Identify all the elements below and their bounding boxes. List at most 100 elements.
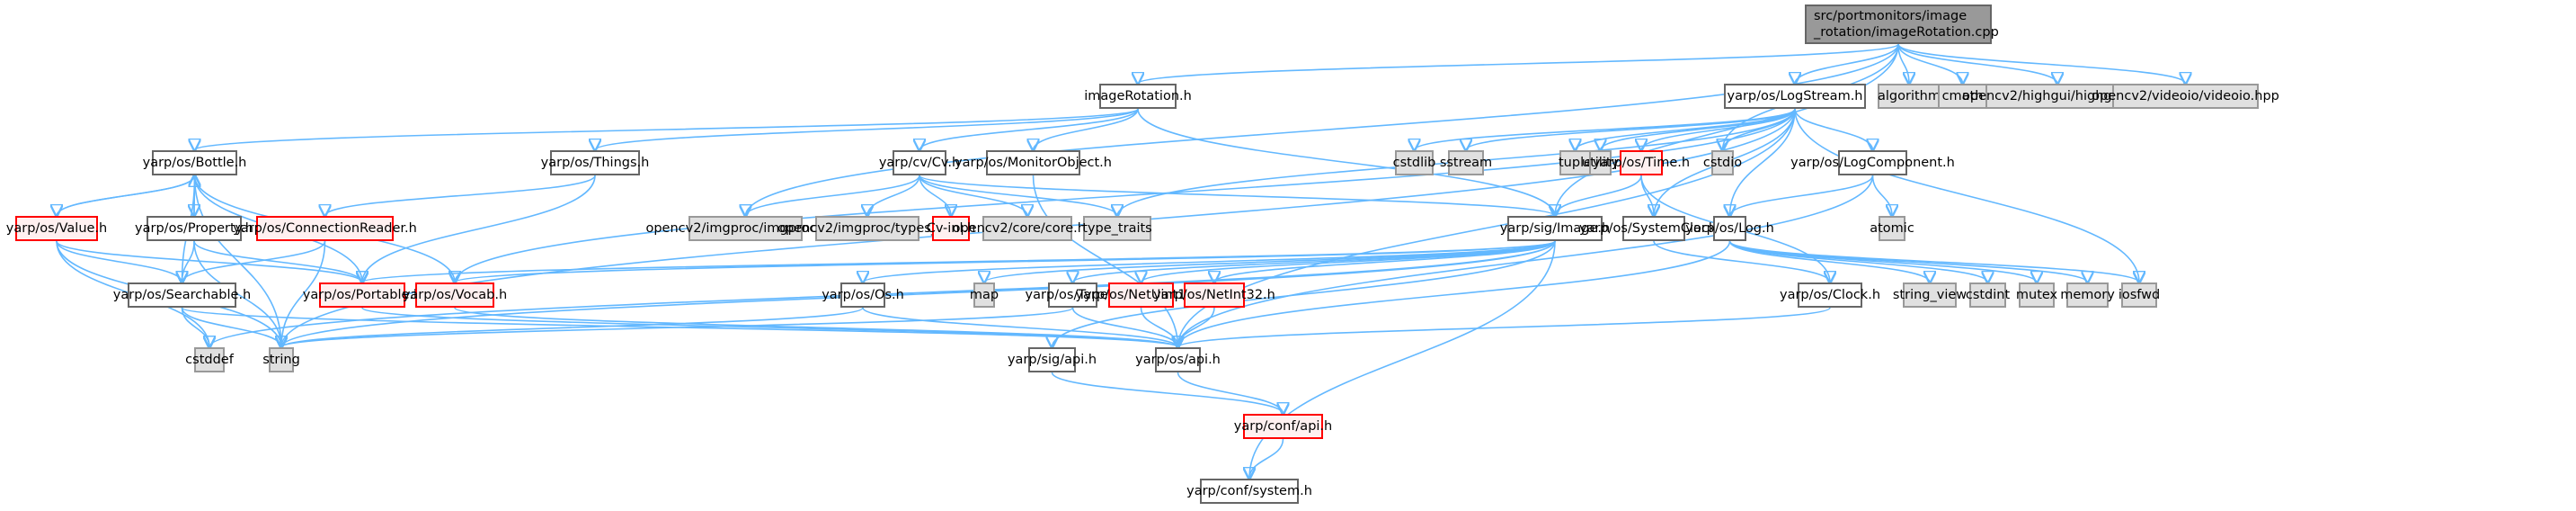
edge-Property_h-to-string	[193, 240, 281, 347]
node-highgui-hpp[interactable]: opencv2/highgui/highgui.hpp	[1962, 84, 2153, 109]
edge-root-to-highgui	[1897, 43, 2057, 84]
edge-Value_h-to-Portable_h	[56, 240, 362, 282]
edge-LogStream_h-to-iosfwd	[1794, 108, 2139, 282]
node-atomic[interactable]: atomic	[1870, 216, 1914, 241]
edge-root-to-cmath	[1897, 43, 1963, 84]
node-cstdio[interactable]: cstdio	[1703, 150, 1742, 175]
node-ConnectionReader-h[interactable]: yarp/os/ConnectionReader.h	[233, 216, 417, 241]
node-type-traits[interactable]: type_traits	[1082, 216, 1152, 241]
node-mutex[interactable]: mutex	[2016, 282, 2057, 308]
edge-conf_api_h-to-conf_system_h	[1249, 438, 1284, 479]
edge-Things_h-to-ConnectionReader_h	[325, 175, 596, 216]
node-memory[interactable]: memory	[2060, 282, 2115, 308]
edge-LogComponent_h-to-Log_h	[1730, 175, 1874, 216]
node-cstdint[interactable]: cstdint	[1966, 282, 2010, 308]
edge-Value_h-to-Searchable_h	[56, 240, 182, 282]
node-algorithm[interactable]: algorithm	[1878, 84, 1941, 109]
node-SystemClock-h[interactable]: yarp/os/SystemClock.h	[1579, 216, 1728, 241]
edge-Things_h-to-Portable_h	[362, 175, 596, 282]
node-string-view[interactable]: string_view	[1893, 282, 1967, 308]
edge-root-to-Image_h	[1555, 43, 1899, 216]
edge-Log_h-to-os_api_h	[1178, 240, 1731, 347]
edge-Log_h-to-memory	[1728, 240, 2088, 282]
node-Clock-h[interactable]: yarp/os/Clock.h	[1780, 282, 1880, 308]
edge-Vocab_h-to-os_api_h	[454, 307, 1178, 347]
node-Image-h[interactable]: yarp/sig/Image.h	[1500, 216, 1610, 241]
node-utility[interactable]: utility	[1582, 150, 1619, 175]
edge-imageRotation_h-to-MonitorObject_h	[1034, 108, 1139, 150]
edge-Cv_h-to-type_traits	[919, 175, 1117, 216]
edge-LogComponent_h-to-atomic	[1871, 175, 1893, 216]
node-cstdlib[interactable]: cstdlib	[1393, 150, 1435, 175]
edge-root-to-imageRotation_h	[1138, 43, 1899, 84]
node-imageRotation-h[interactable]: imageRotation.h	[1084, 84, 1192, 109]
edge-root-to-imgproc	[746, 43, 1899, 216]
node-cstddef[interactable]: cstddef	[185, 347, 234, 372]
node-core-hpp[interactable]: opencv2/core/core.hpp	[953, 216, 1102, 241]
edge-imageRotation_h-to-Things_h	[595, 108, 1139, 150]
edge-Log_h-to-string_view	[1728, 240, 1931, 282]
edge-Image_h-to-NetInt32_h	[1214, 240, 1556, 282]
edge-ConnectionReader_h-to-Searchable_h	[182, 240, 326, 282]
node-Cv-inl-h[interactable]: Cv-inl.h	[927, 216, 975, 241]
edge-Log_h-to-cstdint	[1728, 240, 1988, 282]
edge-imageRotation_h-to-Image_h	[1137, 108, 1555, 216]
edge-Log_h-to-iosfwd	[1728, 240, 2140, 282]
node-Time-h[interactable]: yarp/os/Time.h	[1593, 150, 1690, 175]
edge-MonitorObject_h-to-os_api_h	[1032, 175, 1178, 347]
edge-os_api_h-to-conf_api_h	[1177, 372, 1284, 414]
node-Things-h[interactable]: yarp/os/Things.h	[541, 150, 649, 175]
edge-Property_h-to-Portable_h	[193, 240, 362, 282]
edge-LogStream_h-to-sstream	[1466, 108, 1796, 150]
node-videoio-hpp[interactable]: opencv2/videoio/videoio.hpp	[2092, 84, 2279, 109]
node-sstream[interactable]: sstream	[1440, 150, 1492, 175]
edge-Cv_h-to-Cv_inl	[919, 175, 951, 216]
edge-imageRotation_h-to-Cv_h	[919, 108, 1139, 150]
node-sig-api-h[interactable]: yarp/sig/api.h	[1008, 347, 1097, 372]
root-label-line1: src/portmonitors/image	[1814, 9, 1968, 23]
edge-Type_h-to-os_api_h	[1071, 307, 1178, 347]
node-string[interactable]: string	[262, 347, 300, 372]
edge-Os_h-to-string	[281, 307, 864, 347]
node-Cv-h[interactable]: yarp/cv/Cv.h	[879, 150, 960, 175]
node-Searchable-h[interactable]: yarp/os/Searchable.h	[113, 282, 251, 308]
edge-Bottle_h-to-string	[193, 175, 282, 347]
node-cmath[interactable]: cmath	[1938, 84, 1987, 109]
node-Log-h[interactable]: yarp/os/Log.h	[1685, 216, 1774, 241]
edge-ConnectionReader_h-to-string	[281, 240, 326, 347]
node-Vocab-h[interactable]: yarp/os/Vocab.h	[403, 282, 507, 308]
edge-Value_h-to-Bottle_h	[56, 175, 195, 217]
node-Property-h[interactable]: yarp/os/Property.h	[135, 216, 253, 241]
node-os-api-h[interactable]: yarp/os/api.h	[1135, 347, 1221, 372]
node-types-c-h[interactable]: opencv2/imgproc/types_c.h	[777, 216, 957, 241]
edge-Image_h-to-Os_h	[863, 240, 1556, 282]
root-node-imageRotation-cpp[interactable]: src/portmonitors/image _rotation/imageRo…	[1805, 4, 1999, 44]
node-Value-h[interactable]: yarp/os/Value.h	[6, 216, 107, 241]
edge-Log_h-to-mutex	[1728, 240, 2038, 282]
node-LogComponent-h[interactable]: yarp/os/LogComponent.h	[1790, 150, 1955, 175]
node-Bottle-h[interactable]: yarp/os/Bottle.h	[143, 150, 246, 175]
node-Os-h[interactable]: yarp/os/Os.h	[822, 282, 904, 308]
node-imgproc-hpp[interactable]: opencv2/imgproc/imgproc.hpp	[645, 216, 846, 241]
edge-Image_h-to-Vocab_h	[455, 240, 1556, 282]
edge-LogStream_h-to-Log_h	[1730, 108, 1796, 216]
node-Portable-h[interactable]: yarp/os/Portable.h	[303, 282, 422, 308]
edge-Cv_h-to-core	[919, 175, 1027, 216]
node-conf-api-h[interactable]: yarp/conf/api.h	[1234, 414, 1332, 439]
edge-root-to-LogStream_h	[1795, 43, 1899, 84]
edge-root-to-videoio	[1897, 43, 2186, 84]
edge-LogStream_h-to-Time_h	[1641, 108, 1796, 150]
edge-Os_h-to-os_api_h	[862, 307, 1178, 347]
node-conf-system-h[interactable]: yarp/conf/system.h	[1186, 479, 1312, 504]
root-label-line2: _rotation/imageRotation.cpp	[1814, 25, 1999, 40]
node-LogStream-h[interactable]: yarp/os/LogStream.h	[1724, 84, 1866, 109]
edge-imageRotation_h-to-Bottle_h	[195, 108, 1139, 150]
edge-LogStream_h-to-cstdlib	[1415, 108, 1796, 150]
edge-Image_h-to-NetUint16_h	[1141, 240, 1556, 282]
node-NetInt32-h[interactable]: yarp/os/NetInt32.h	[1153, 282, 1275, 308]
node-iosfwd[interactable]: iosfwd	[2119, 282, 2160, 308]
node-MonitorObject-h[interactable]: yarp/os/MonitorObject.h	[955, 150, 1112, 175]
node-map[interactable]: map	[970, 282, 999, 308]
node-Type-h[interactable]: yarp/os/Type.h	[1026, 282, 1120, 308]
edge-LogStream_h-to-utility	[1601, 108, 1796, 150]
